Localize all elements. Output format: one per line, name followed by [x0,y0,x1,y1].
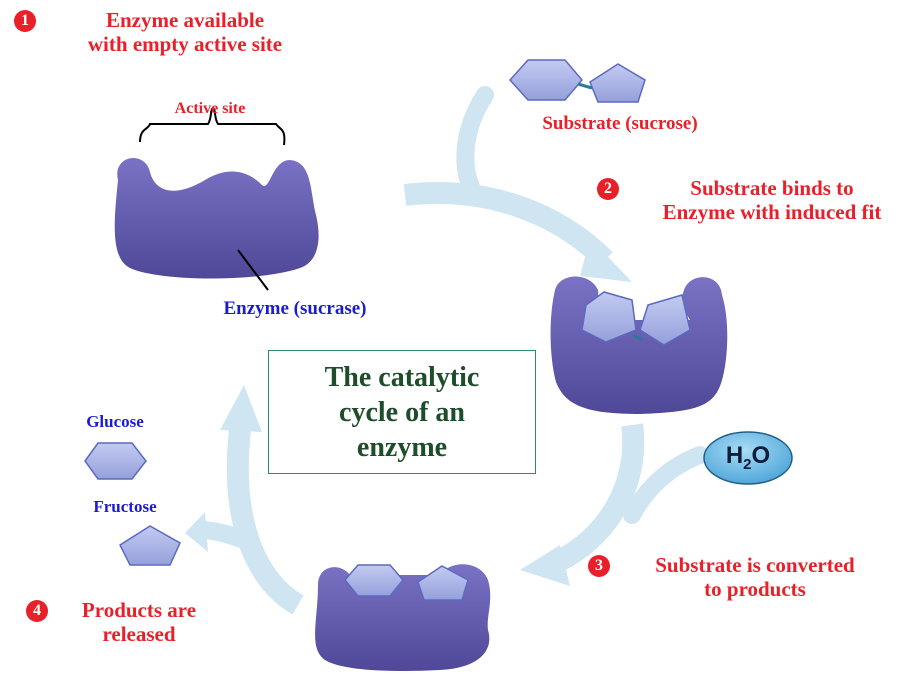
step-4-number: 4 [26,600,48,622]
step-1-number: 1 [14,10,36,32]
step-4-line-2: released [102,622,176,647]
enzyme-label: Enzyme (sucrase) [223,298,367,319]
fructose-molecule [119,525,181,566]
fructose-label: Fructose [93,497,157,516]
enzyme-products [315,564,491,671]
step-2-text: Substrate binds to Enzyme with induced f… [628,176,916,224]
title-line-2: cycle of an [339,396,465,428]
title-line-3: enzyme [356,431,448,463]
enzyme-empty [114,106,319,291]
water-o: O [751,442,771,469]
water-label: H2O [706,442,790,473]
step-1-line-1: Enzyme available [105,8,265,32]
arrow-release [185,385,304,615]
step-3-line-1: Substrate is converted [655,553,855,577]
step-4-line-1: Products are [81,598,197,622]
active-site-label: Active site [174,100,246,117]
arrow-conversion [520,423,709,586]
step-2-line-2: Enzyme with induced fit [662,200,882,225]
diagram-title: The catalytic cycle of an enzyme [325,360,480,465]
diagram-title-box: The catalytic cycle of an enzyme [268,350,536,474]
title-line-1: The catalytic [324,361,480,393]
step-2-number: 2 [597,178,619,200]
glucose-label: Glucose [86,412,144,431]
step-1-line-2: with empty active site [87,32,283,57]
substrate-label: Substrate (sucrose) [542,113,698,134]
water-molecule [703,431,793,485]
step-1-text: Enzyme available with empty active site [50,8,320,56]
step-2-line-1: Substrate binds to [690,176,854,200]
step-3-number: 3 [588,555,610,577]
enzyme-substrate-complex [550,276,728,414]
arrow-substrate-binding [403,86,632,282]
step-3-line-2: to products [704,577,806,602]
glucose-molecule [84,442,147,480]
step-3-text: Substrate is converted to products [615,553,895,601]
water-h: H [725,442,744,469]
water-subscript: 2 [743,455,752,473]
substrate-sucrose [508,59,646,103]
step-4-text: Products are released [54,598,224,646]
